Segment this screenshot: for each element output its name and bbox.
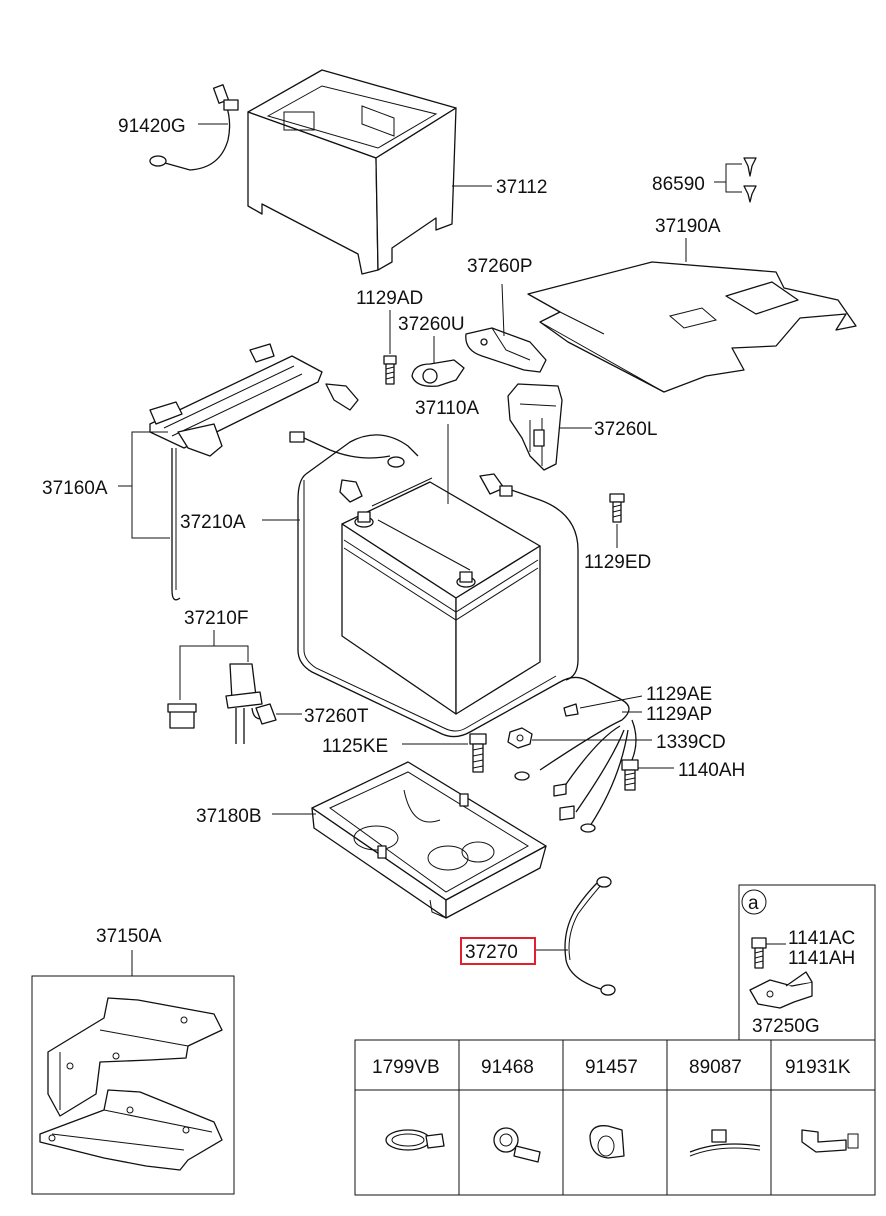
hose-clamp-icon[interactable] [385, 1129, 445, 1151]
label-1141AH[interactable]: 1141AH [788, 948, 855, 969]
screw-1129AE[interactable] [563, 703, 579, 717]
parts-table [354, 1039, 876, 1196]
table-header-3[interactable]: 91457 [585, 1057, 638, 1078]
label-37260T[interactable]: 37260T [304, 706, 369, 727]
bolt-1129AD[interactable] [383, 355, 397, 385]
label-37270[interactable]: 37270 [465, 942, 518, 963]
label-37260U[interactable]: 37260U [398, 314, 465, 335]
label-37260P[interactable]: 37260P [467, 256, 533, 277]
label-37260L[interactable]: 37260L [594, 419, 657, 440]
bolt-1140AH[interactable] [621, 759, 639, 791]
bolt-1129ED[interactable] [609, 493, 625, 523]
table-header-5[interactable]: 91931K [785, 1057, 851, 1078]
label-1129AP[interactable]: 1129AP [646, 704, 712, 725]
label-37210F[interactable]: 37210F [184, 608, 248, 629]
leader-37260P [501, 283, 505, 337]
clamp-37160A[interactable] [149, 343, 359, 601]
leader-1129AE [579, 695, 643, 713]
cover-37260P[interactable] [465, 327, 547, 373]
connectors-37210F[interactable] [167, 663, 273, 744]
label-1129AE[interactable]: 1129AE [646, 684, 712, 705]
label-37112[interactable]: 37112 [496, 177, 547, 198]
terminal-37260U[interactable] [411, 359, 465, 387]
table-header-4[interactable]: 89087 [689, 1057, 742, 1078]
battery-37110A[interactable] [341, 477, 541, 715]
label-37180B[interactable]: 37180B [196, 806, 262, 827]
bolt-1125KE[interactable] [469, 733, 487, 773]
leader-37160A [118, 431, 170, 539]
tray-37180B[interactable] [311, 761, 547, 919]
nut-1339CD[interactable] [507, 727, 533, 749]
label-1141AC[interactable]: 1141AC [788, 928, 855, 949]
bolt-1141AC[interactable] [751, 937, 767, 969]
label-37160A[interactable]: 37160A [42, 478, 108, 499]
bracket-91931K-icon[interactable] [801, 1129, 859, 1153]
ground-cable-91420G[interactable] [149, 84, 239, 171]
leader-37210F [179, 630, 249, 700]
label-37250G[interactable]: 37250G [752, 1016, 820, 1037]
highlight-box-37270 [460, 937, 536, 965]
ground-strap-37270[interactable] [564, 876, 616, 996]
label-1339CD[interactable]: 1339CD [656, 732, 726, 753]
label-86590[interactable]: 86590 [652, 174, 705, 195]
label-1125KE[interactable]: 1125KE [322, 736, 388, 757]
bracket-37260T[interactable] [255, 703, 277, 725]
detail-marker-label: a [748, 893, 759, 914]
leader-86590 [714, 163, 742, 193]
detail-marker-circle [741, 889, 767, 915]
cover-37190A[interactable] [527, 261, 857, 393]
label-1129AD[interactable]: 1129AD [356, 288, 423, 309]
panel-37150A [31, 975, 235, 1195]
harness-branches [514, 719, 637, 833]
clips-86590[interactable] [743, 157, 757, 203]
battery-box-37112[interactable] [247, 69, 457, 275]
cable-tie-icon[interactable] [689, 1129, 761, 1157]
label-37110A[interactable]: 37110A [415, 398, 479, 419]
brackets-37150A[interactable] [39, 997, 223, 1171]
bracket-37250G[interactable] [749, 971, 813, 1009]
label-91420G[interactable]: 91420G [118, 116, 186, 137]
clip-91457-icon[interactable] [589, 1125, 625, 1159]
label-37190A[interactable]: 37190A [655, 216, 721, 237]
table-header-2[interactable]: 91468 [481, 1057, 534, 1078]
fuse-block-37260L[interactable] [507, 383, 563, 471]
label-37150A[interactable]: 37150A [96, 926, 162, 947]
label-1129ED[interactable]: 1129ED [584, 552, 651, 573]
label-37210A[interactable]: 37210A [180, 512, 246, 533]
label-1140AH[interactable]: 1140AH [678, 760, 745, 781]
table-header-1[interactable]: 1799VB [372, 1057, 440, 1078]
p-clip-icon[interactable] [493, 1127, 541, 1163]
